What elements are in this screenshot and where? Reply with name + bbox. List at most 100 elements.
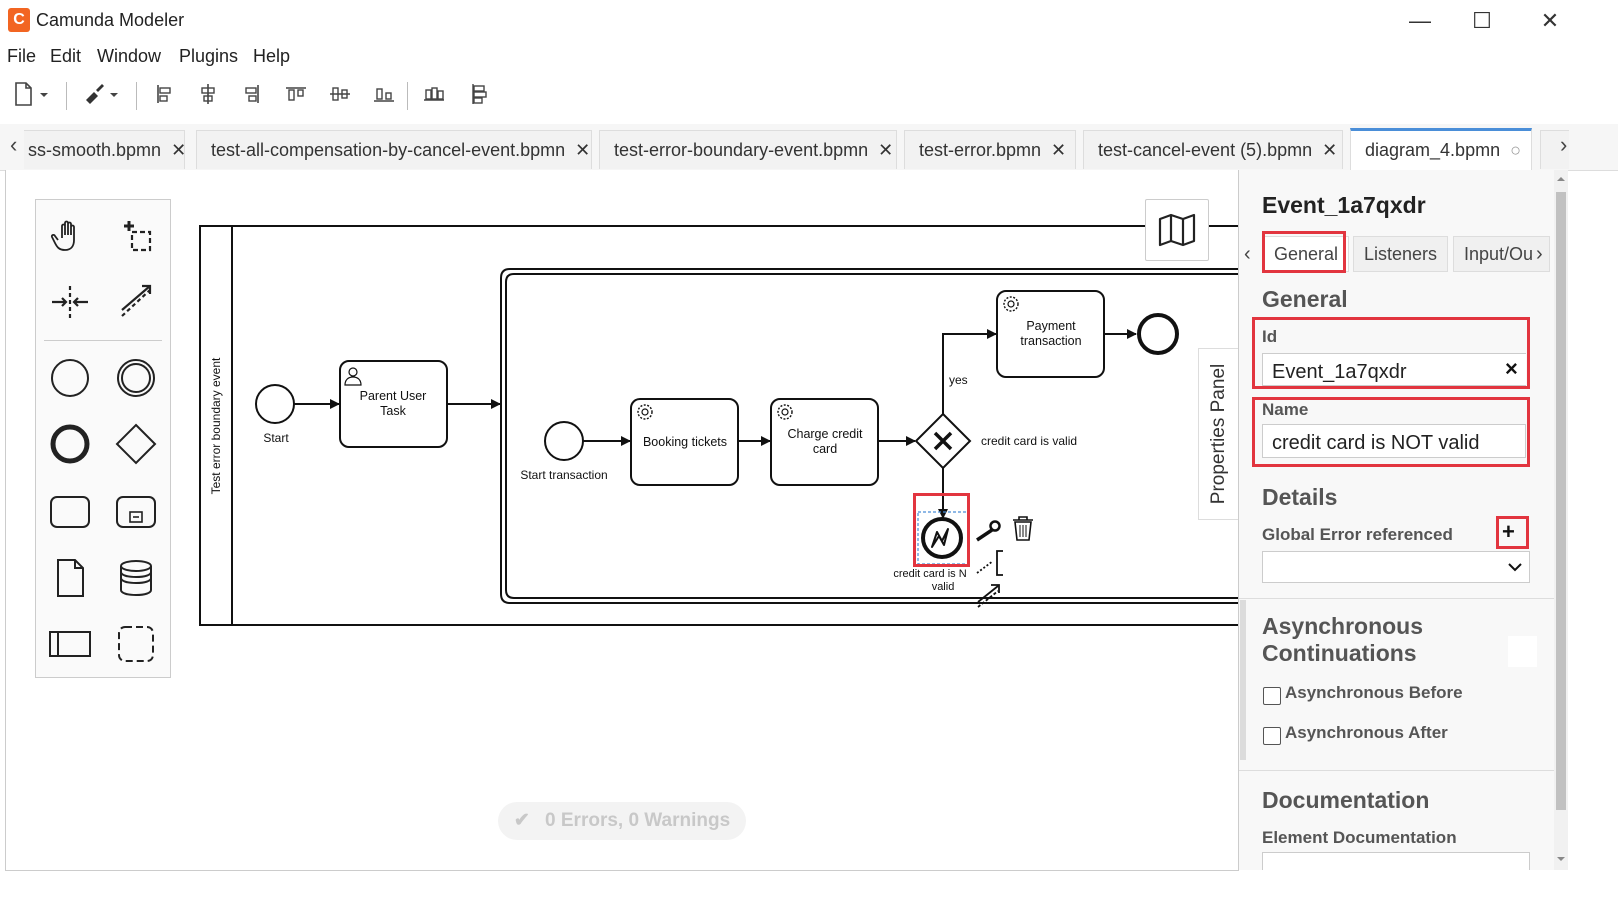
scroll-up-icon[interactable]: [1556, 174, 1566, 184]
delete-trash-icon[interactable]: [1013, 516, 1033, 541]
group-tool-icon[interactable]: [114, 622, 158, 666]
properties-panel-toggle[interactable]: Properties Panel: [1198, 348, 1239, 520]
wrench-icon[interactable]: [976, 520, 1001, 542]
scroll-down-icon[interactable]: [1556, 854, 1566, 864]
menu-window[interactable]: Window: [97, 46, 162, 66]
text-annotation-icon[interactable]: [976, 550, 1003, 576]
menu-file[interactable]: File: [7, 46, 37, 66]
align-middle-icon[interactable]: [325, 80, 355, 110]
async-after-checkbox[interactable]: [1263, 727, 1281, 745]
async-toggle[interactable]: [1508, 636, 1537, 667]
lint-status-button[interactable]: ✔ 0 Errors, 0 Warnings: [498, 802, 746, 840]
minimap-toggle[interactable]: [1145, 199, 1209, 261]
menu-plugins[interactable]: Plugins: [179, 46, 239, 66]
maximize-button[interactable]: ☐: [1472, 8, 1492, 33]
tab-test-error-boundary-event[interactable]: test-error-boundary-event.bpmn✕: [599, 130, 897, 169]
data-store-tool-icon[interactable]: [114, 556, 158, 600]
name-textarea[interactable]: credit card is NOT valid: [1262, 424, 1526, 458]
tab-scroll-left-icon[interactable]: ‹: [10, 132, 18, 157]
distribute-vertical-icon[interactable]: [463, 80, 493, 110]
tab-test-cancel-event[interactable]: test-cancel-event (5).bpmn✕: [1083, 130, 1343, 169]
scrollbar-thumb[interactable]: [1556, 192, 1566, 810]
space-tool-icon[interactable]: [48, 280, 92, 324]
global-connect-tool-icon[interactable]: [114, 280, 158, 324]
diagram-canvas[interactable]: [5, 170, 1239, 871]
start-event[interactable]: [255, 384, 295, 424]
lasso-tool-icon[interactable]: [114, 214, 158, 258]
align-bottom-icon[interactable]: [369, 80, 399, 110]
pool-label: Test error boundary event: [209, 357, 223, 494]
tab-scroll-right-icon[interactable]: ›: [1560, 132, 1568, 157]
menu-help[interactable]: Help: [253, 46, 291, 66]
tab-diagram-4[interactable]: diagram_4.bpmn○: [1350, 128, 1532, 171]
error-event-label-line2: valid: [932, 581, 955, 593]
end-event-tool-icon[interactable]: [48, 422, 92, 466]
app-logo-icon: C: [8, 8, 30, 32]
tab-close-icon[interactable]: ✕: [1322, 140, 1338, 160]
global-error-select[interactable]: [1262, 551, 1530, 583]
payment-task-label-line1: Payment: [1026, 319, 1076, 333]
hand-tool-icon[interactable]: [48, 214, 92, 258]
tool-palette: [35, 199, 171, 678]
menu-bar: File Edit Window Plugins Help: [0, 42, 1618, 72]
section-divider: [1239, 770, 1554, 771]
distribute-horizontal-icon[interactable]: [419, 80, 449, 110]
error-end-event[interactable]: [921, 517, 963, 559]
async-heading: Asynchronous Continuations: [1262, 613, 1424, 666]
tab-ss-smooth[interactable]: ss-smooth.bpmn✕: [24, 130, 185, 169]
color-dropdown-icon[interactable]: [104, 80, 124, 110]
properties-tab-prev-icon[interactable]: ‹: [1244, 243, 1251, 265]
data-object-tool-icon[interactable]: [48, 556, 92, 600]
properties-tab-input-output[interactable]: Input/Ou: [1453, 236, 1550, 272]
subprocess-tool-icon[interactable]: [114, 490, 158, 534]
gateway-tool-icon[interactable]: [114, 422, 158, 466]
tab-unsaved-icon[interactable]: ○: [1510, 140, 1521, 160]
properties-tab-listeners[interactable]: Listeners: [1353, 236, 1449, 272]
align-right-icon[interactable]: [237, 80, 267, 110]
transaction-subprocess[interactable]: [500, 268, 1238, 604]
new-file-dropdown-icon[interactable]: [34, 80, 54, 110]
close-window-button[interactable]: ✕: [1540, 8, 1560, 33]
tab-test-all-compensation[interactable]: test-all-compensation-by-cancel-event.bp…: [196, 130, 592, 169]
pool-tool-icon[interactable]: [48, 622, 92, 666]
properties-tab-general[interactable]: General: [1263, 236, 1350, 272]
bpmn-diagram[interactable]: Test error boundary event Start Parent U…: [0, 0, 1240, 903]
minimize-button[interactable]: —: [1409, 8, 1431, 33]
start-event-label: Start: [263, 431, 289, 445]
tab-test-error[interactable]: test-error.bpmn✕: [904, 130, 1076, 169]
sequence-flow-yes[interactable]: [942, 329, 997, 414]
lint-status-text: 0 Errors, 0 Warnings: [545, 810, 731, 831]
connect-arrow-icon[interactable]: [977, 584, 1000, 608]
align-left-icon[interactable]: [149, 80, 179, 110]
toolbar-divider: [136, 82, 137, 110]
task-tool-icon[interactable]: [48, 490, 92, 534]
app-title: Camunda Modeler: [36, 10, 185, 30]
add-global-error-button[interactable]: +: [1502, 519, 1515, 544]
toolbar-divider: [66, 82, 67, 110]
async-before-checkbox[interactable]: [1263, 687, 1281, 705]
intermediate-event-tool-icon[interactable]: [114, 356, 158, 400]
menu-edit[interactable]: Edit: [50, 46, 82, 66]
start-event-tool-icon[interactable]: [48, 356, 92, 400]
color-brush-icon[interactable]: [78, 80, 108, 110]
element-documentation-input[interactable]: [1262, 852, 1530, 870]
new-file-icon[interactable]: [8, 80, 38, 110]
element-documentation-label: Element Documentation: [1262, 828, 1457, 847]
tab-close-icon[interactable]: ✕: [878, 140, 894, 160]
clear-id-icon[interactable]: ×: [1505, 356, 1518, 381]
align-center-icon[interactable]: [193, 80, 223, 110]
check-icon: ✔: [513, 810, 530, 831]
properties-tab-next-icon[interactable]: ›: [1536, 243, 1543, 265]
pool[interactable]: [199, 225, 1238, 626]
tab-close-icon[interactable]: ✕: [171, 140, 185, 160]
properties-scrollbar[interactable]: [1554, 170, 1568, 870]
service-task-gear-icon: [777, 404, 793, 420]
end-event[interactable]: [1137, 313, 1179, 355]
exclusive-gateway[interactable]: [914, 412, 972, 470]
tab-close-icon[interactable]: ✕: [1051, 140, 1067, 160]
id-input[interactable]: Event_1a7qxdr: [1262, 353, 1526, 386]
async-before-label: Asynchronous Before: [1285, 683, 1463, 702]
tab-close-icon[interactable]: ✕: [575, 140, 591, 160]
start-transaction-event[interactable]: [544, 421, 584, 461]
align-top-icon[interactable]: [281, 80, 311, 110]
